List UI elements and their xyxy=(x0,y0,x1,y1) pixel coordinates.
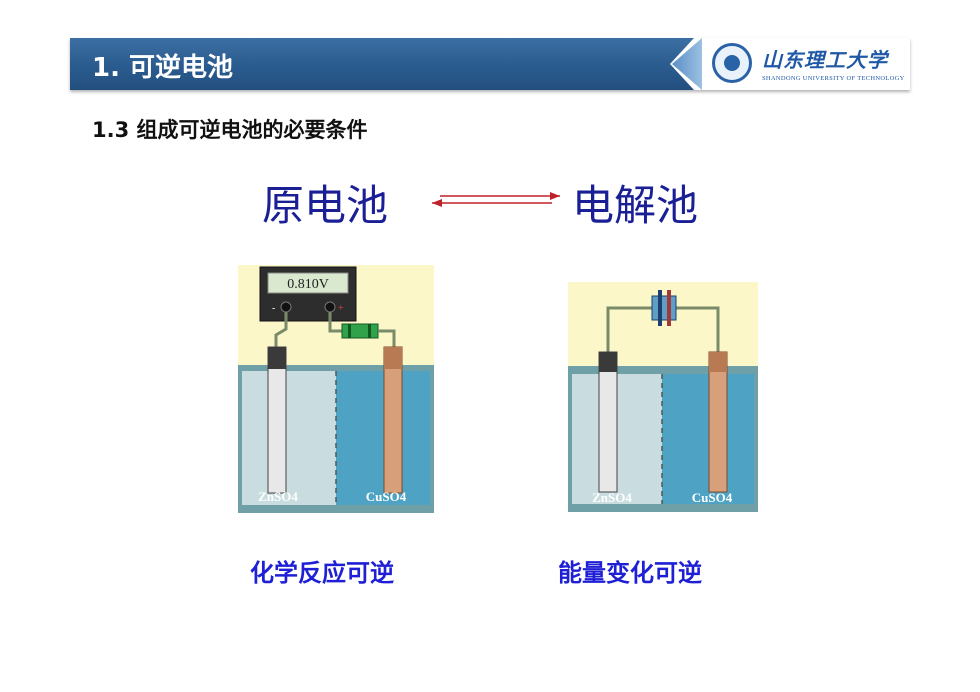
copper-solution-label: CuSO4 xyxy=(366,489,407,504)
term-electrolytic-cell: 电解池 xyxy=(572,181,699,230)
electrolytic-cell-diagram: ZnSO4 CuSO4 xyxy=(568,282,758,516)
logo-calligraphy: 山东理工大学 xyxy=(762,48,888,72)
caption-reversible-reaction: 化学反应可逆 xyxy=(250,559,394,587)
double-arrow-icon xyxy=(432,192,560,207)
university-logo: 山东理工大学 SHANDONG UNIVERSITY OF TECHNOLOGY xyxy=(670,38,910,90)
term-galvanic-cell: 原电池 xyxy=(262,181,389,230)
logo-english-name: SHANDONG UNIVERSITY OF TECHNOLOGY xyxy=(762,75,905,82)
header-bar: 1. 可逆电池 山东理工大学 SHANDONG UNIVERSITY OF TE… xyxy=(70,38,910,90)
slide-title: 1. 可逆电池 xyxy=(92,53,234,83)
svg-text:+: + xyxy=(338,303,344,314)
voltmeter-reading: 0.810V xyxy=(287,277,329,292)
university-seal-icon xyxy=(712,43,752,83)
copper-solution-label-2: CuSO4 xyxy=(692,490,733,505)
zinc-solution-label-2: ZnSO4 xyxy=(592,490,632,505)
zinc-solution-label: ZnSO4 xyxy=(258,489,298,504)
caption-reversible-energy: 能量变化可逆 xyxy=(558,559,702,587)
section-subtitle: 1.3 组成可逆电池的必要条件 xyxy=(92,118,368,142)
galvanic-cell-diagram: 0.810V - + ZnSO4 CuSO4 xyxy=(238,265,434,517)
svg-text:-: - xyxy=(272,303,275,314)
